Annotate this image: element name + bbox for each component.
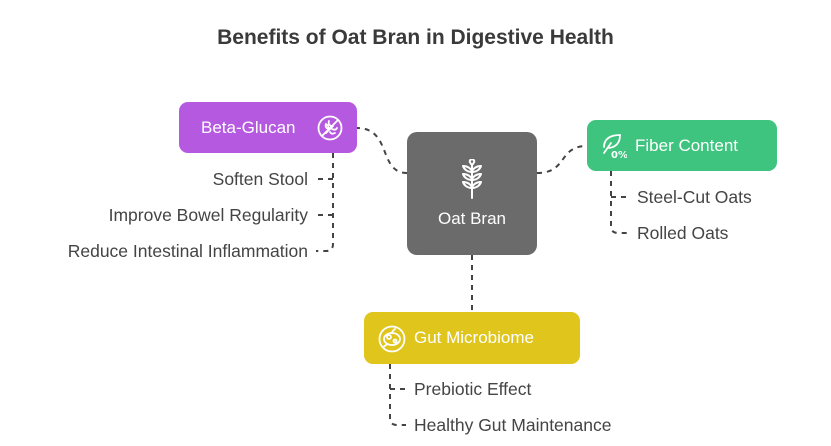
gluten-free-icon [317,115,343,141]
branch-node-beta-glucan: Beta-Glucan [179,102,357,153]
connector-fiber-trunk [610,171,628,234]
leaf-item-healthy-gut-maintenance: Healthy Gut Maintenance [414,415,612,435]
bacteria-icon [378,325,406,353]
leaf-item-reduce-intestinal-inflammation: Reduce Intestinal Inflammation [67,241,308,261]
svg-text:0%: 0% [611,150,627,159]
connector-beta-trunk [316,153,334,252]
zero-percent-leaf-icon: 0% [601,133,627,159]
leaf-item-prebiotic-effect: Prebiotic Effect [414,379,532,399]
diagram-title: Benefits of Oat Bran in Digestive Health [217,26,614,49]
leaf-item-improve-bowel-regularity: Improve Bowel Regularity [108,205,308,225]
leaf-item-rolled-oats: Rolled Oats [637,223,729,243]
branch-node-gut-microbiome: Gut Microbiome [364,312,580,364]
branch-label-fiber-content: Fiber Content [635,135,738,155]
branch-node-fiber-content: 0% Fiber Content [587,120,777,171]
connector-center-beta [356,127,408,174]
center-node-label: Oat Bran [437,208,507,228]
branch-label-gut-microbiome: Gut Microbiome [414,328,534,347]
wheat-icon [455,158,489,199]
leaf-item-soften-stool: Soften Stool [212,169,308,189]
connector-center-fiber [536,145,588,174]
branch-label-beta-glucan: Beta-Glucan [201,117,296,137]
connector-gut-trunk [389,364,406,426]
center-node-oat-bran: Oat Bran [407,132,537,255]
leaf-item-steel-cut-oats: Steel-Cut Oats [637,187,752,207]
